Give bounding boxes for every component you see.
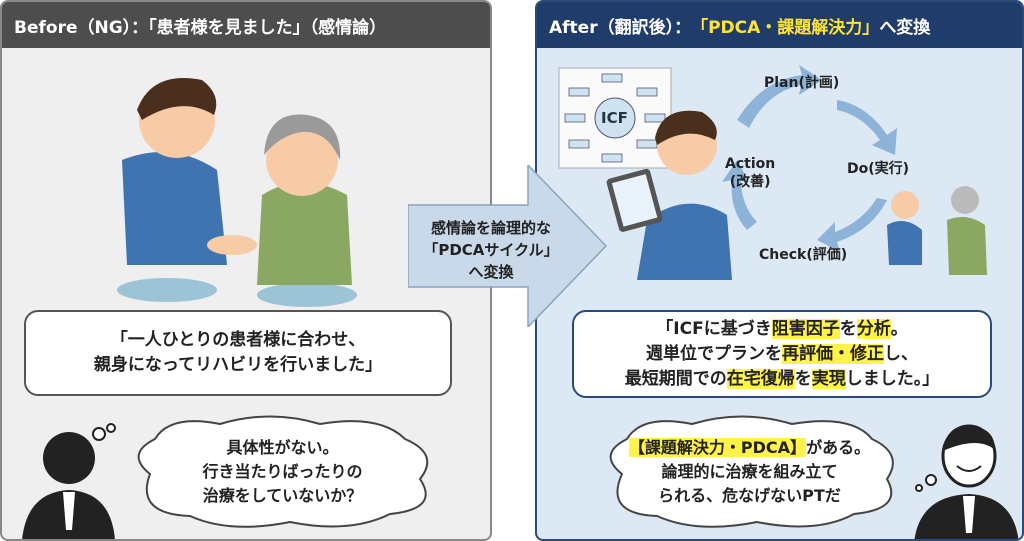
after-header-suffix: へ変換	[879, 17, 931, 38]
before-quote-line: 親身になってリハビリを行いました」	[93, 355, 383, 375]
after-thought-line: られる、危なげないPTだ	[658, 486, 841, 505]
after-quote-box: 「ICFに基づき阻害因子を分析。 週単位でプランを再評価・修正し、 最短期間での…	[572, 310, 992, 398]
arrow-text-line: 感情論を論理的な	[430, 219, 551, 237]
transform-arrow: 感情論を論理的な 「PDCAサイクル」 へ変換	[407, 163, 608, 329]
pdca-action-text: Action	[725, 156, 776, 172]
icf-center-label: ICF	[601, 109, 628, 127]
after-header-prefix: After（翻訳後）：	[549, 17, 692, 38]
arrow-text-line: へ変換	[468, 263, 514, 281]
before-quote-line: 「一人ひとりの患者様に合わせ、	[110, 330, 366, 350]
pdca-do-label: Do(実行)	[847, 161, 910, 177]
after-header-highlight: 「PDCA・課題解決力」	[691, 17, 880, 38]
after-thought-cloud: 【課題解決力・PDCA】がある。 論理的に治療を組み立て られる、危なげないPT…	[592, 414, 907, 532]
smiling-person-silhouette-icon	[914, 424, 1019, 539]
after-header: After（翻訳後）： 「PDCA・課題解決力」 へ変換	[537, 2, 1022, 48]
icf-pdca-illustration	[558, 65, 987, 280]
after-quote-line-3: 最短期間での在宅復帰を実現しました。」	[624, 368, 940, 389]
before-thought-line: 具体性がない。	[226, 438, 339, 457]
pdca-action-sub: (改善)	[729, 174, 771, 190]
pdca-check-label: Check(評価)	[759, 247, 848, 263]
after-thought-line-1: 【課題解決力・PDCA】がある。	[628, 438, 871, 457]
before-header: Before（NG）：「患者様を見ました」（感情論）	[2, 2, 490, 48]
before-thought-line: 治療をしていないか？	[202, 486, 363, 505]
worried-person-silhouette-icon	[22, 423, 116, 539]
after-quote-line-1: 「ICFに基づき阻害因子を分析。	[656, 318, 908, 339]
after-thought-line: 論理的に治療を組み立て	[661, 462, 838, 481]
before-quote-box: 「一人ひとりの患者様に合わせ、 親身になってリハビリを行いました」	[24, 310, 452, 396]
pdca-action-label: Action (改善)	[725, 155, 775, 191]
pdca-plan-label: Plan(計画)	[764, 75, 840, 91]
before-thought-cloud: 具体性がない。 行き当たりばったりの 治療をしていないか？	[120, 414, 445, 532]
arrow-text-line: 「PDCAサイクル」	[423, 241, 559, 259]
after-panel: After（翻訳後）： 「PDCA・課題解決力」 へ変換 ICF Plan(計画…	[535, 0, 1024, 541]
after-quote-line-2: 週単位でプランを再評価・修正し、	[646, 343, 918, 364]
therapist-patient-illustration	[117, 78, 357, 307]
before-thought-line: 行き当たりばったりの	[202, 462, 363, 481]
